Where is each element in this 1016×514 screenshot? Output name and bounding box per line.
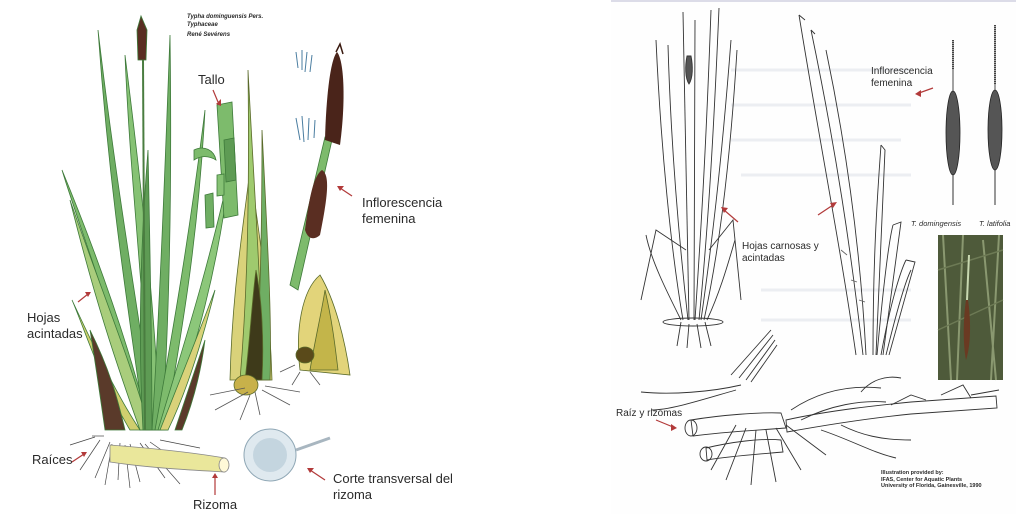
species-latifolia: T. latifolia [979, 216, 1010, 232]
caption-author: René Sevérens [187, 32, 230, 39]
left-illustration-panel: Typha dominguensis Pers. Typhaceae René … [0, 0, 500, 514]
label-tallo: Tallo [198, 72, 225, 88]
illustration-credit: Illustration provided by: IFAS, Center f… [881, 470, 982, 490]
inflorescence-spike [290, 44, 344, 290]
label-rizoma: Rizoma [193, 497, 237, 513]
cattail-color-drawing [0, 0, 500, 514]
caption-family: Typhaceae [187, 22, 218, 29]
label-corte-transversal: Corte transversal del rizoma [333, 471, 453, 503]
label-inflorescencia-femenina-right: Inflorescencia femenina [871, 66, 933, 90]
leaf-base-bud [280, 275, 350, 385]
photo-inset [938, 235, 1003, 380]
caption-species: Typha dominguensis Pers. [187, 14, 263, 21]
label-hojas-acintadas: Hojas acintadas [27, 310, 83, 342]
plant-left [641, 8, 741, 348]
species-domingensis: T. domingensis [911, 216, 961, 232]
right-illustration-panel: Inflorescencia femenina Hojas carnosas y… [611, 0, 1016, 514]
label-raices: Raíces [32, 452, 72, 468]
female-inflorescences [946, 25, 1002, 205]
label-inflorescencia-femenina: Inflorescencia femenina [362, 195, 442, 227]
flower-details [296, 50, 315, 142]
rhizome-cross-section [244, 429, 330, 481]
label-hojas-carnosas: Hojas carnosas y acintadas [742, 241, 819, 265]
rhizome-shape [110, 445, 225, 472]
label-raiz-rizomas: Raíz y rizomas [616, 408, 682, 420]
